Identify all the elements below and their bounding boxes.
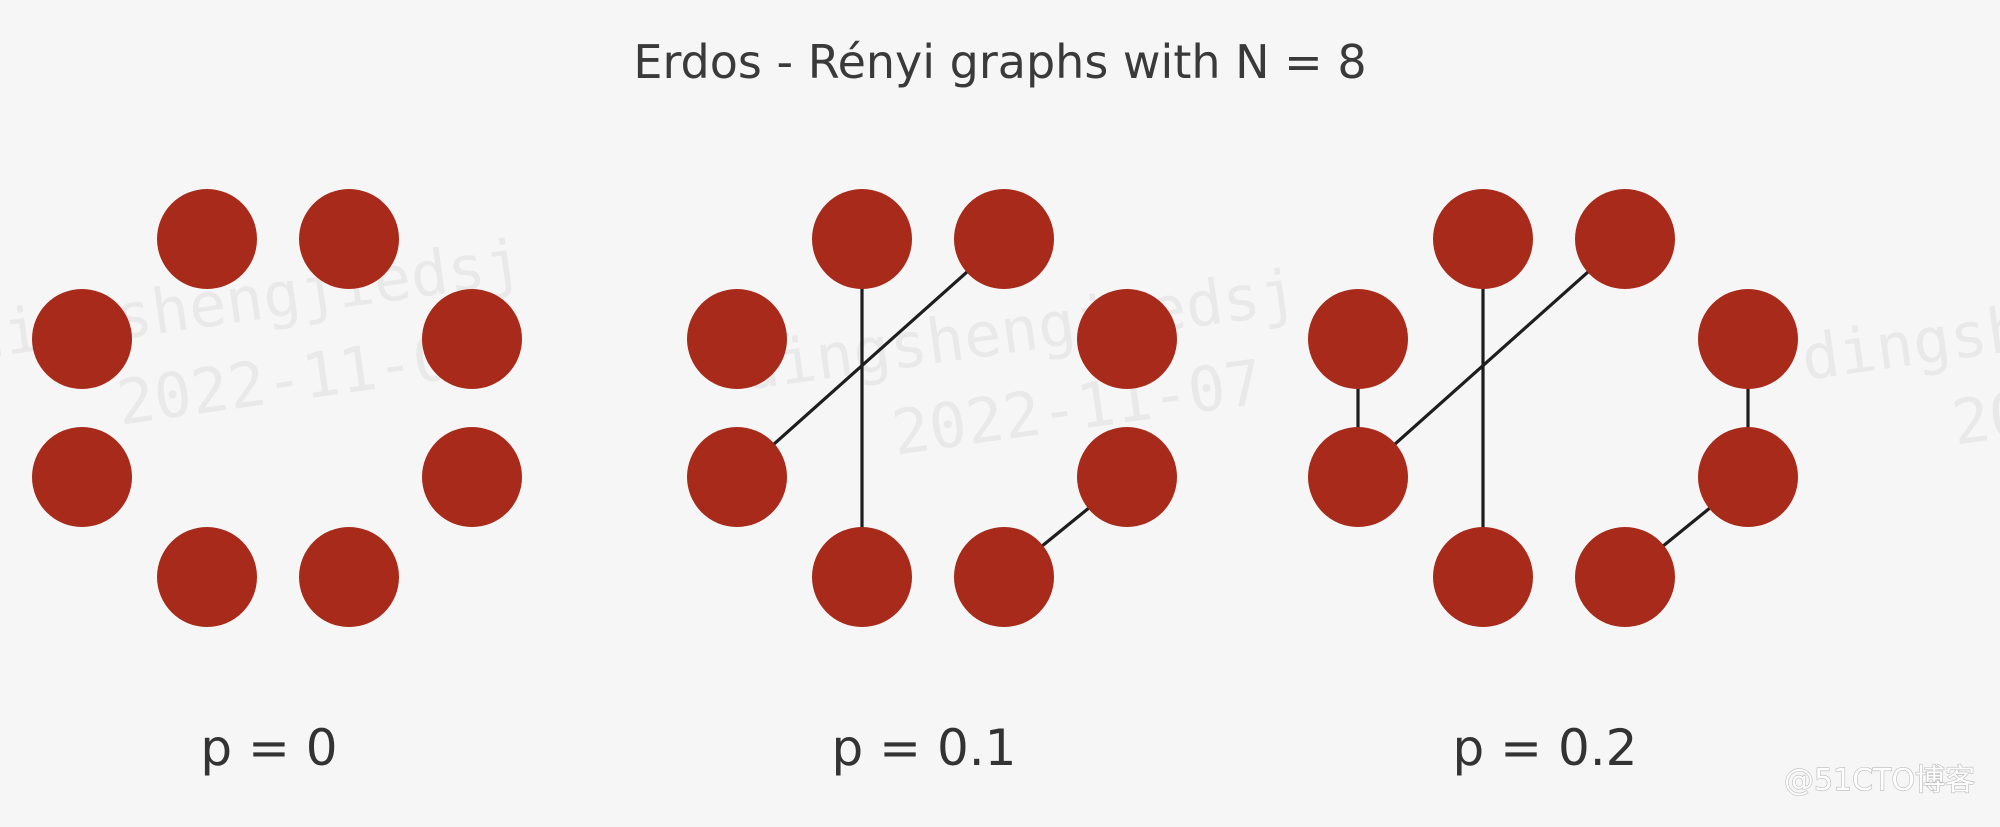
graph-node — [1698, 427, 1798, 527]
graph-node — [422, 427, 522, 527]
graph-node — [1575, 189, 1675, 289]
graph-node — [299, 189, 399, 289]
graph-node — [1433, 527, 1533, 627]
graph-node — [1698, 289, 1798, 389]
graph-node — [1308, 289, 1408, 389]
graph-node — [954, 189, 1054, 289]
graph-node — [687, 289, 787, 389]
panel-label: p = 0.2 — [1453, 719, 1638, 777]
graph-node — [32, 427, 132, 527]
graph-node — [32, 289, 132, 389]
graph-node — [954, 527, 1054, 627]
graph-node — [422, 289, 522, 389]
panel-label: p = 0 — [200, 719, 337, 777]
graph-node — [1308, 427, 1408, 527]
graph-node — [1077, 289, 1177, 389]
graph-node — [687, 427, 787, 527]
panel-label: p = 0.1 — [832, 719, 1017, 777]
graph-node — [812, 189, 912, 289]
graph-panel: p = 0.2 — [1308, 189, 1798, 777]
diagram-title: Erdos - Rényi graphs with N = 8 — [633, 35, 1366, 89]
graph-node — [157, 189, 257, 289]
credit-watermark: @51CTO博客 — [1784, 763, 1975, 798]
graph-edge — [735, 237, 1006, 479]
graph-panel: p = 0 — [32, 189, 522, 777]
graph-panels: p = 0 p = 0.1 p = 0.2 — [32, 189, 1798, 777]
graph-edge — [1356, 237, 1627, 479]
graph-node — [157, 527, 257, 627]
graph-node — [1575, 527, 1675, 627]
watermark-text: dingshengjiedsj — [1797, 245, 2000, 395]
graph-node — [1433, 189, 1533, 289]
graph-node — [299, 527, 399, 627]
graph-node — [1077, 427, 1177, 527]
graph-node — [812, 527, 912, 627]
graph-panel: p = 0.1 — [687, 189, 1177, 777]
